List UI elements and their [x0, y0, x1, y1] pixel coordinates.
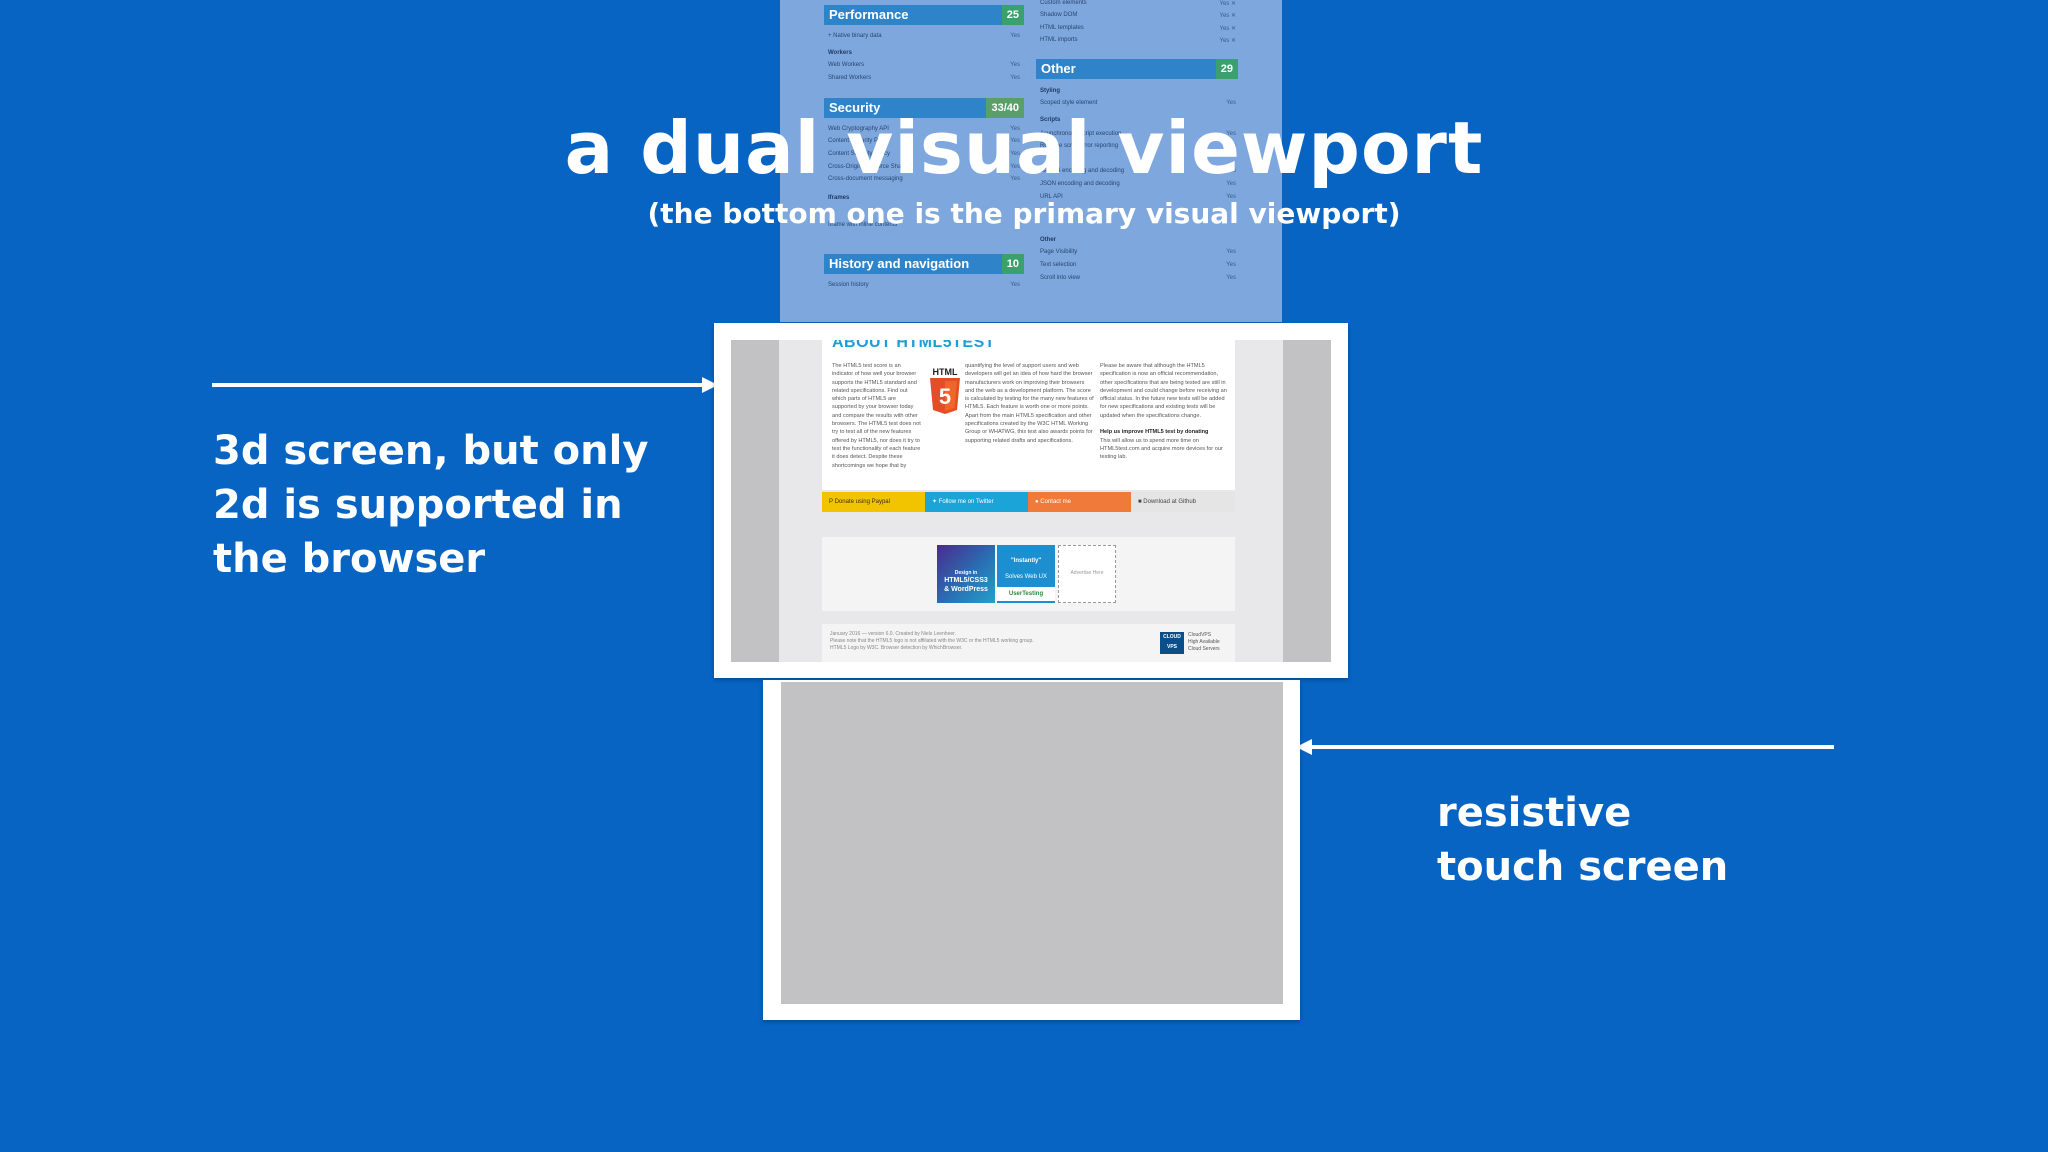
button-label: Follow me on Twitter — [938, 499, 994, 505]
chat-icon: ● — [1035, 499, 1039, 505]
page-footer: January 2016 — version 6.0. Created by N… — [822, 624, 1235, 662]
right-label-line: touch screen — [1437, 844, 1729, 890]
bottom-screen-frame — [763, 680, 1300, 1020]
button-label: Contact me — [1040, 499, 1071, 505]
contact-button[interactable]: ● Contact me — [1028, 492, 1131, 512]
svg-text:5: 5 — [939, 384, 951, 409]
left-arrow — [212, 377, 718, 393]
donate-heading: Help us improve HTML5 test by donating — [1100, 429, 1209, 436]
about-text-col1: The HTML5 test score is an indicator of … — [832, 363, 921, 469]
feature-subhead: Iframes — [828, 195, 850, 201]
ads-area: Design in HTML5/CSS3 & WordPress "Instan… — [822, 537, 1235, 611]
section-performance: Performance 25 — [824, 5, 1024, 25]
slide-title: a dual visual viewport — [564, 106, 1484, 190]
svg-text:HTML: HTML — [933, 367, 958, 377]
left-label: 3d screen, but only 2d is supported in t… — [213, 424, 648, 586]
ad-design-html5[interactable]: Design in HTML5/CSS3 & WordPress — [937, 545, 995, 603]
donate-paypal-button[interactable]: P Donate using Paypal — [822, 492, 925, 512]
ad-usertesting[interactable]: "Instantly" Solves Web UX UserTesting — [997, 545, 1055, 603]
section-title: History and navigation — [829, 256, 970, 271]
top-screen-display: ABOUT HTML5TEST The HTML5 test score is … — [731, 340, 1331, 662]
button-label: Download at Github — [1143, 499, 1196, 505]
feature-subhead: Other — [1040, 237, 1057, 243]
section-other: Other 29 — [1036, 59, 1238, 79]
section-score: 25 — [1001, 5, 1024, 25]
action-button-bar: P Donate using Paypal ✦ Follow me on Twi… — [822, 492, 1235, 512]
section-score: 29 — [1215, 59, 1238, 79]
about-card: ABOUT HTML5TEST The HTML5 test score is … — [822, 340, 1235, 490]
slide-subtitle: (the bottom one is the primary visual vi… — [647, 197, 1401, 230]
section-title: Other — [1041, 61, 1076, 76]
left-label-line: 2d is supported in — [213, 482, 623, 528]
section-score: 33/40 — [986, 98, 1024, 118]
about-title: ABOUT HTML5TEST — [832, 340, 996, 351]
right-label: resistive touch screen — [1437, 786, 1728, 894]
about-text-col3: Please be aware that although the HTML5 … — [1100, 362, 1228, 462]
about-text-col3-para: Please be aware that although the HTML5 … — [1100, 363, 1227, 419]
section-title: Performance — [829, 7, 909, 22]
left-label-line: 3d screen, but only — [213, 428, 649, 474]
ad-placeholder[interactable]: Advertise Here — [1058, 545, 1116, 603]
paypal-icon: P — [829, 499, 833, 505]
top-screen-frame: ABOUT HTML5TEST The HTML5 test score is … — [714, 323, 1348, 678]
twitter-icon: ✦ — [932, 499, 938, 505]
feature-subhead: Scripts — [1040, 117, 1061, 123]
about-text-col2: quantifying the level of support users a… — [965, 363, 1094, 444]
button-label: Donate using Paypal — [834, 499, 890, 505]
right-label-line: resistive — [1437, 790, 1632, 836]
about-text-col3-para2: This will allow us to spend more time on… — [1100, 437, 1223, 461]
github-icon: ■ — [1138, 499, 1142, 505]
section-score: 10 — [1001, 254, 1024, 274]
html5-logo-icon: HTML 5 — [930, 367, 960, 414]
left-label-line: the browser — [213, 536, 486, 582]
section-title: Security — [829, 100, 881, 115]
feature-row: Iframe with inline contents — [828, 222, 898, 228]
section-history: History and navigation 10 — [824, 254, 1024, 274]
feature-subhead: Workers — [828, 50, 852, 56]
footer-text: January 2016 — version 6.0. Created by N… — [830, 631, 1034, 651]
feature-subhead: Styling — [1040, 88, 1061, 94]
github-button[interactable]: ■ Download at Github — [1131, 492, 1235, 512]
page-column: ABOUT HTML5TEST The HTML5 test score is … — [779, 340, 1283, 662]
follow-twitter-button[interactable]: ✦ Follow me on Twitter — [925, 492, 1028, 512]
bottom-screen-display[interactable] — [781, 682, 1283, 1004]
cloudvps-logo: CLOUD VPS — [1160, 632, 1184, 654]
section-security: Security 33/40 — [824, 98, 1024, 118]
right-arrow — [1296, 739, 1834, 755]
